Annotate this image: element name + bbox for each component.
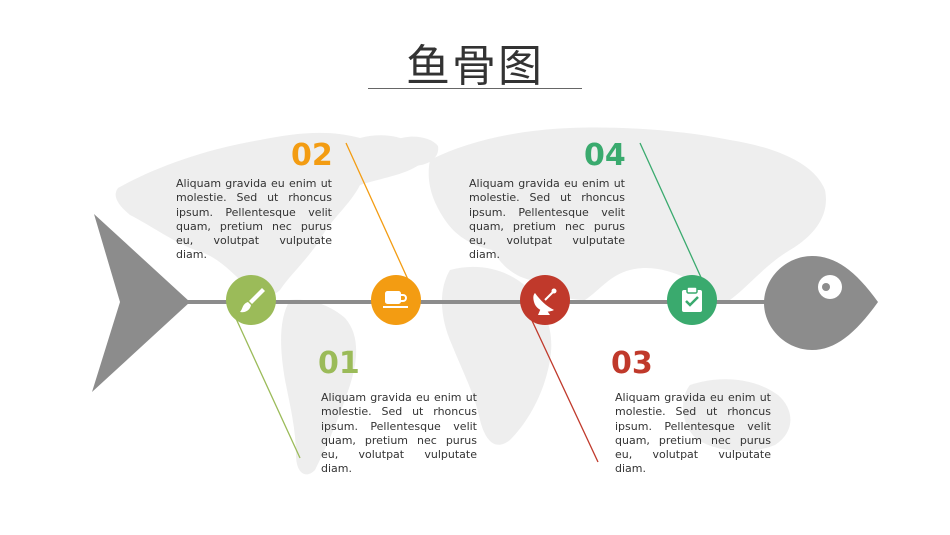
node-02-description: Aliquam gravida eu enim ut molestie. Sed… — [176, 177, 332, 262]
node-04 — [667, 275, 717, 325]
clipboard-check-icon — [682, 286, 702, 312]
node-03 — [520, 275, 570, 325]
coffee-cup-icon — [383, 291, 408, 308]
page-title: 鱼骨图 — [406, 41, 544, 92]
fish-head — [764, 256, 878, 350]
rib-line-04 — [639, 142, 705, 285]
node-04-number: 04 — [584, 138, 626, 173]
brush-icon — [240, 288, 265, 313]
satellite-dish-icon — [533, 288, 557, 315]
fish-tail — [92, 214, 190, 392]
node-02 — [371, 275, 421, 325]
title-underline — [368, 88, 582, 89]
node-02-number: 02 — [291, 138, 333, 173]
world-map-background — [115, 127, 826, 475]
rib-line-01 — [232, 311, 301, 459]
node-04-description: Aliquam gravida eu enim ut molestie. Sed… — [469, 177, 625, 262]
rib-line-03 — [527, 311, 599, 463]
node-03-description: Aliquam gravida eu enim ut molestie. Sed… — [615, 391, 771, 476]
node-01-description: Aliquam gravida eu enim ut molestie. Sed… — [321, 391, 477, 476]
node-01-number: 01 — [318, 346, 360, 381]
node-03-number: 03 — [611, 346, 653, 381]
rib-line-02 — [345, 142, 411, 285]
node-01 — [226, 275, 276, 325]
